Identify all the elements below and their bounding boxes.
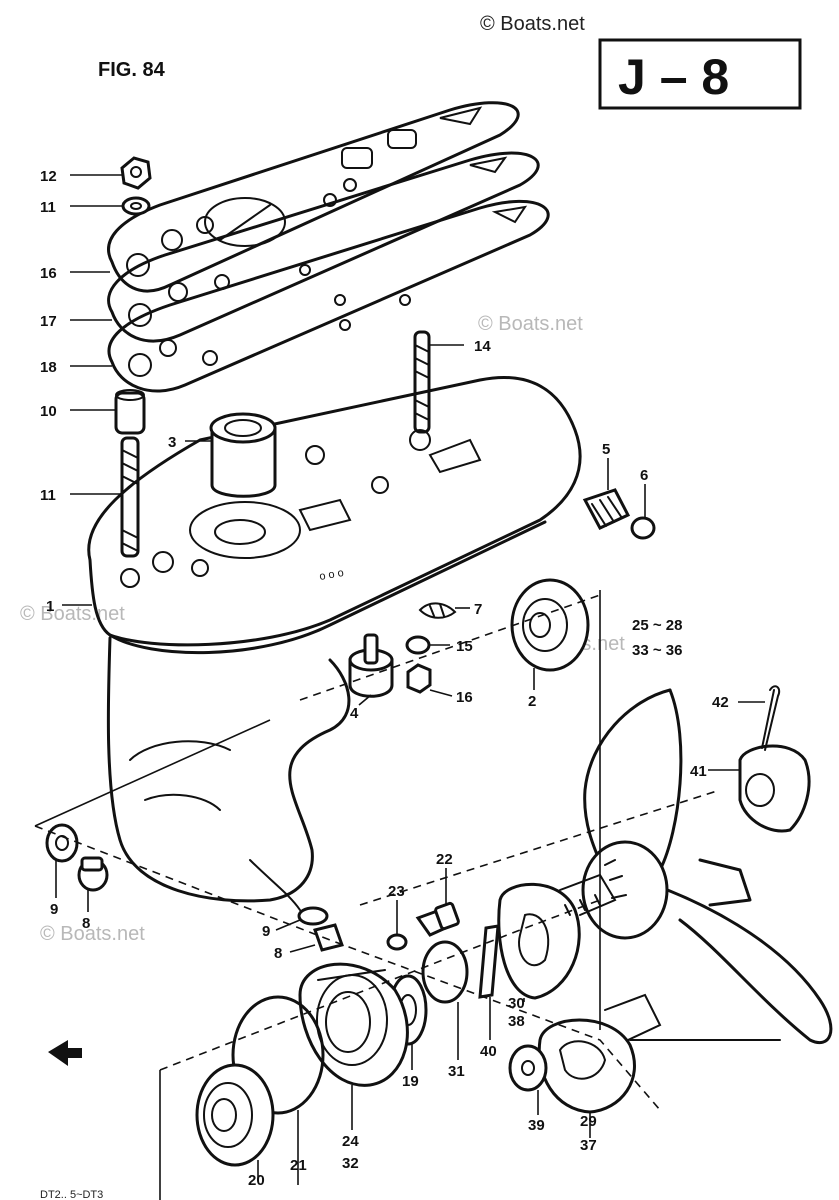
reference-code-box (598, 38, 802, 110)
reference-code: J – 8 (618, 49, 729, 105)
callout-38: 38 (508, 1013, 525, 1030)
callout-8-right: 8 (274, 945, 282, 962)
callout-labels: 12 11 16 17 18 10 11 3 1 14 5 6 7 15 16 … (40, 168, 729, 1189)
callout-3: 3 (168, 434, 176, 451)
callout-6: 6 (640, 467, 648, 484)
callout-12: 11 (40, 199, 56, 216)
callout-31: 31 (448, 1063, 465, 1080)
callout-42: 42 (712, 694, 729, 711)
callout-11: 11 (40, 487, 56, 504)
washer-15 (405, 635, 431, 655)
gasket-upper (107, 101, 520, 293)
bolt-8-right (313, 923, 344, 952)
callout-24: 24 (342, 1133, 359, 1150)
washer-23 (386, 933, 408, 951)
stud-14 (413, 330, 431, 434)
nut-16-lower (406, 663, 432, 694)
cotter-pin-42 (761, 685, 781, 751)
thrust-washer-31 (421, 940, 469, 1004)
nut-13 (120, 156, 152, 190)
callout-33-36: 33 ~ 36 (632, 642, 682, 659)
propeller (581, 688, 833, 1044)
footer-text: DT2.. 5~DT3 (40, 1189, 103, 1200)
stud-11 (120, 436, 140, 558)
callout-41: 41 (690, 763, 707, 780)
callout-37: 37 (580, 1137, 597, 1154)
bolt-8-left (77, 856, 109, 892)
callout-21: 21 (290, 1157, 307, 1174)
pin-40 (478, 924, 500, 999)
plug-5 (582, 488, 631, 530)
callout-18: 18 (40, 359, 57, 376)
bearing-20 (195, 1063, 275, 1167)
callout-17: 17 (40, 313, 57, 330)
callout-1: 1 (46, 598, 54, 615)
callout-13: 12 (40, 168, 57, 185)
watermark-mid: © Boats.net (478, 313, 583, 335)
washer-12 (121, 196, 151, 216)
bolt-22 (415, 901, 460, 937)
forward-arrow-icon (48, 1040, 82, 1066)
callout-29: 29 (580, 1113, 597, 1130)
gearcase-housing: o o o (87, 375, 582, 911)
callout-7: 7 (474, 601, 482, 618)
callout-15: 15 (456, 638, 473, 655)
callout-14: 14 (474, 338, 491, 355)
washer-39 (508, 1044, 548, 1092)
callout-23: 23 (388, 883, 405, 900)
callout-8-left: 8 (82, 915, 90, 932)
watermark-left: © Boats.net (20, 603, 125, 625)
gasket-middle (107, 151, 540, 343)
washer-6 (630, 516, 656, 540)
callout-9-left: 9 (50, 901, 58, 918)
leader-lines (55, 174, 765, 1185)
callout-2: 2 (528, 693, 536, 710)
bearing-2 (510, 578, 590, 672)
hub-29-37 (537, 993, 662, 1114)
washer-9-right (297, 906, 329, 926)
sleeve-10 (114, 389, 146, 435)
bearing-housing-3 (209, 412, 277, 498)
callout-32: 32 (342, 1155, 359, 1172)
callout-22: 22 (436, 851, 453, 868)
svg-text:o o o: o o o (318, 567, 344, 583)
watermark-top: © Boats.net (480, 13, 585, 35)
gear-case-cap-24 (298, 962, 409, 1087)
callout-19: 19 (402, 1073, 419, 1090)
gasket-lower (107, 199, 550, 393)
callout-16-lower: 16 (456, 689, 473, 706)
cushion-4 (348, 633, 394, 698)
callout-5: 5 (602, 441, 610, 458)
bushing-30-38 (497, 873, 617, 1000)
o-ring-21 (231, 995, 325, 1115)
callout-25-28: 25 ~ 28 (632, 617, 682, 634)
callout-40: 40 (480, 1043, 497, 1060)
callout-16: 16 (40, 265, 57, 282)
callout-20: 20 (248, 1172, 265, 1189)
callout-30: 30 (508, 995, 525, 1012)
callout-9-right: 9 (262, 923, 270, 940)
callout-10: 10 (40, 403, 57, 420)
washer-9-left (45, 823, 79, 863)
propeller-nut-41 (738, 744, 811, 833)
watermark-bottom: © Boats.net (40, 923, 145, 945)
callout-39: 39 (528, 1117, 545, 1134)
callout-4: 4 (350, 705, 359, 722)
figure-title: FIG. 84 (98, 59, 166, 81)
spring-7 (418, 602, 457, 619)
